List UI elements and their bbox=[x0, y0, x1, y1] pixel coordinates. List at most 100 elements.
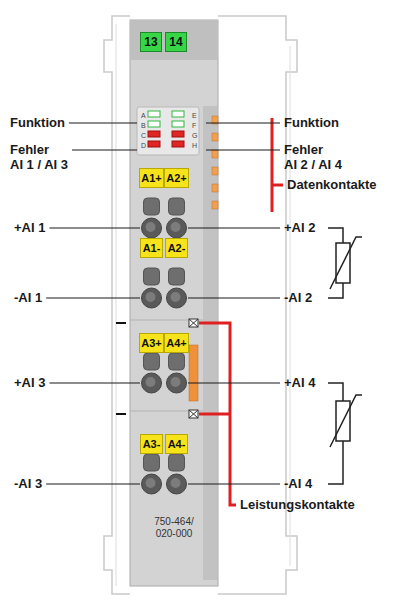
channel-marker: 13 bbox=[140, 32, 162, 52]
led-green bbox=[148, 111, 160, 117]
wire-entry bbox=[167, 474, 187, 494]
leader-line bbox=[69, 122, 137, 123]
power-symbol-cross bbox=[189, 410, 198, 418]
part-number: 750-464/ 020-000 bbox=[130, 516, 218, 540]
data-contact bbox=[212, 201, 218, 209]
wire-entry-inner bbox=[171, 222, 181, 232]
function-label: Funktion bbox=[10, 115, 65, 130]
terminal-label: A3- bbox=[140, 434, 163, 454]
signal-name: +AI 2 bbox=[284, 220, 315, 235]
wire-entry-inner bbox=[171, 478, 181, 488]
terminal-label: A2+ bbox=[164, 168, 189, 188]
channel-number: 14 bbox=[169, 35, 182, 49]
terminal-name: A1- bbox=[143, 242, 161, 254]
release-slot bbox=[144, 454, 160, 471]
terminal-label: A2- bbox=[165, 238, 188, 258]
release-slot bbox=[144, 353, 160, 370]
rail-clip-left bbox=[104, 16, 130, 594]
data-contact-bracket bbox=[272, 118, 283, 212]
release-slot bbox=[144, 268, 160, 285]
signal-name: +AI 4 bbox=[284, 375, 315, 390]
led-letter: D bbox=[141, 141, 146, 151]
led-letter: C bbox=[141, 131, 146, 141]
leader-line bbox=[206, 122, 280, 123]
led-red bbox=[148, 141, 160, 147]
leader-line bbox=[46, 297, 140, 298]
led-letter: H bbox=[192, 141, 197, 151]
wire-entry bbox=[142, 218, 162, 238]
led-panel bbox=[137, 107, 199, 155]
rtd-group bbox=[328, 228, 362, 484]
contact-strip bbox=[203, 106, 217, 580]
data-contact bbox=[212, 184, 218, 192]
signal-name: -AI 4 bbox=[284, 476, 312, 491]
data-contacts-label: Datenkontakte bbox=[287, 177, 377, 192]
wire-entry-inner bbox=[146, 478, 156, 488]
data-contact bbox=[212, 133, 218, 141]
signal-name: +AI 1 bbox=[14, 220, 45, 235]
signal-name: -AI 3 bbox=[14, 476, 42, 491]
terminal-name: A4+ bbox=[166, 337, 187, 349]
led-letter: G bbox=[192, 131, 197, 141]
leader-line bbox=[188, 227, 280, 228]
channel-marker: 14 bbox=[165, 32, 187, 52]
rtd-diagonal bbox=[330, 237, 362, 289]
terminal-label: A4- bbox=[165, 434, 188, 454]
terminal-name: A2- bbox=[168, 242, 186, 254]
led-group bbox=[148, 111, 184, 147]
led-letter: B bbox=[141, 121, 146, 131]
led-red bbox=[172, 131, 184, 137]
wire-entry bbox=[167, 218, 187, 238]
wire-entry bbox=[142, 373, 162, 393]
leader-line bbox=[49, 382, 140, 383]
rtd-diagonal bbox=[330, 395, 362, 447]
terminal-label: A1+ bbox=[139, 168, 164, 188]
wire-entry-inner bbox=[171, 377, 181, 387]
terminal-name: A3- bbox=[143, 438, 161, 450]
terminal-label: A4+ bbox=[164, 333, 189, 353]
data-contacts bbox=[212, 116, 218, 209]
leader-line bbox=[49, 227, 140, 228]
function-label: Funktion bbox=[284, 115, 339, 130]
release-slot bbox=[144, 198, 160, 215]
power-symbol bbox=[189, 319, 198, 327]
channel-number: 13 bbox=[144, 35, 157, 49]
led-red bbox=[148, 131, 160, 137]
data-contact bbox=[212, 167, 218, 175]
module-housing: 13 14A1+A2+ A1- A2- A3+ A4+ A3- A4- 750-464/ 020… bbox=[130, 20, 218, 586]
terminal-label: A3+ bbox=[139, 333, 164, 353]
wire-entry-inner bbox=[171, 292, 181, 302]
wire-entry bbox=[167, 288, 187, 308]
wire-entry-inner bbox=[146, 292, 156, 302]
module-body bbox=[130, 20, 218, 586]
terminal-name: A2+ bbox=[166, 172, 187, 184]
signal-name: -AI 1 bbox=[14, 290, 42, 305]
led-green bbox=[172, 121, 184, 127]
wire-entry-inner bbox=[146, 222, 156, 232]
terminal-label: A1- bbox=[140, 238, 163, 258]
led-green bbox=[148, 121, 160, 127]
module-top bbox=[130, 20, 218, 60]
led-letter: E bbox=[192, 111, 197, 121]
leader-line bbox=[206, 149, 280, 150]
section-line bbox=[130, 320, 203, 411]
release-slot bbox=[169, 268, 185, 285]
wire-entry bbox=[142, 288, 162, 308]
power-marker bbox=[116, 323, 126, 414]
leader-line bbox=[188, 297, 280, 298]
signal-name: -AI 2 bbox=[284, 290, 312, 305]
signal-name: +AI 3 bbox=[14, 375, 45, 390]
power-contacts-label: Leistungskontakte bbox=[240, 497, 355, 512]
power-symbol-cross bbox=[189, 319, 198, 327]
bracket-group bbox=[199, 118, 283, 505]
wire-entry-inner bbox=[146, 377, 156, 387]
terminal-name: A3+ bbox=[141, 337, 162, 349]
leader-line bbox=[46, 483, 140, 484]
power-symbols bbox=[189, 319, 198, 418]
power-contact-bracket bbox=[199, 323, 236, 505]
error-label: Fehler AI 1 / AI 3 bbox=[10, 142, 68, 172]
release-slot bbox=[169, 353, 185, 370]
release-slot bbox=[169, 198, 185, 215]
data-contact bbox=[212, 150, 218, 158]
